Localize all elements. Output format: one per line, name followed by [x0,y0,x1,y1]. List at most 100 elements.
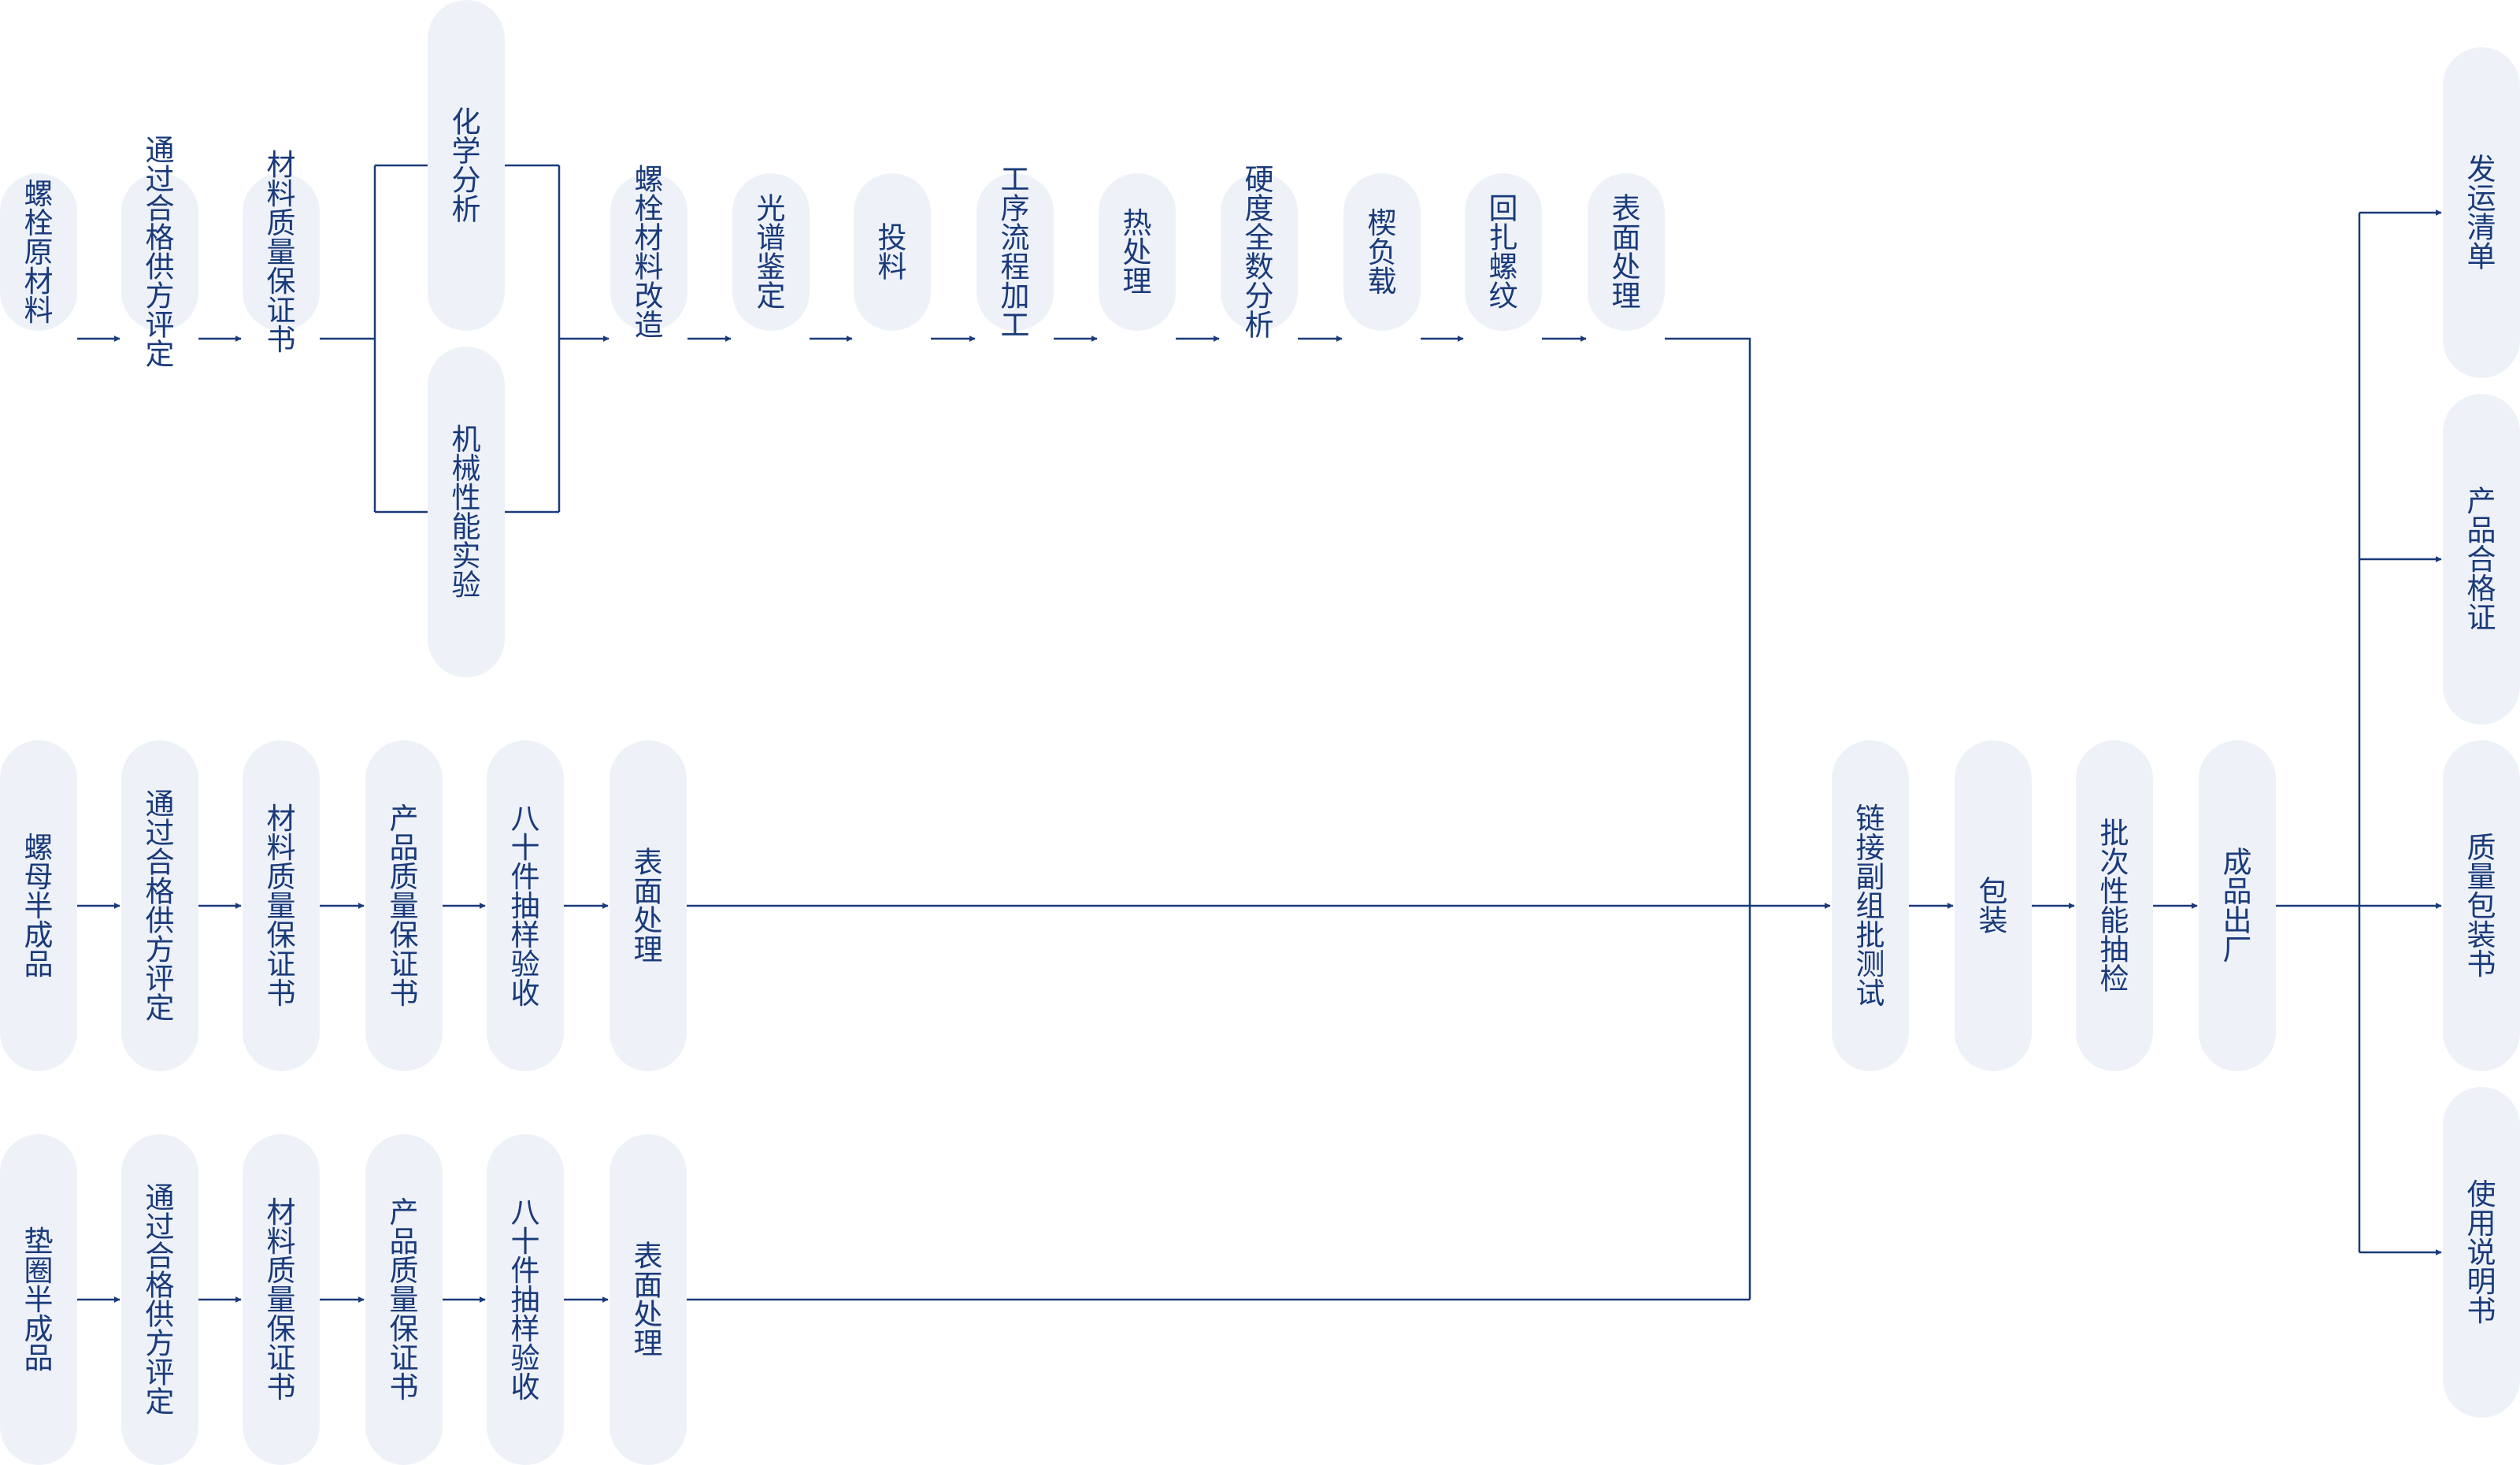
node-label: 产品质量保证书 [390,1196,419,1404]
node-feeding: 投料 [854,173,931,331]
node-label: 材料质量保证书 [267,148,296,357]
node-washer-sample: 八十件抽样验收 [487,1134,564,1465]
node-label: 螺母半成品 [24,831,54,981]
node-chem: 化学分析 [428,0,505,331]
node-box [2443,1087,2520,1418]
node-bolt-cert: 材料质量保证书 [243,148,320,357]
node-washer-semi: 垫圈半成品 [0,1134,77,1465]
node-box [365,740,443,1071]
node-hardness: 硬度全数分析 [1221,162,1298,342]
node-label: 产品质量保证书 [390,802,419,1011]
node-box [0,173,77,331]
node-box [854,173,931,331]
node-box [1343,173,1421,331]
node-wedge: 楔负载 [1343,173,1421,331]
node-box [487,1134,564,1465]
node-box [1955,740,2032,1071]
node-label: 产品合格证 [2467,484,2496,635]
node-bolt-supplier: 通过合格供方评定 [121,133,198,371]
node-mech: 机械性能实验 [428,347,505,677]
node-nut-prod-cert: 产品质量保证书 [365,740,443,1071]
node-label: 光谱鉴定 [757,191,786,313]
node-box [121,173,198,331]
node-ship-list: 发运清单 [2443,47,2520,378]
node-assembly-test: 链接副组批测试 [1832,740,1909,1071]
node-pack-quality: 质量包装书 [2443,740,2520,1071]
node-box [428,347,505,677]
merge-line [1665,337,1751,1300]
node-label: 成品出厂 [2223,845,2252,966]
node-label: 工序流程加工 [1001,162,1030,342]
node-batch-check: 批次性能抽检 [2076,740,2153,1071]
node-washer-supplier: 通过合格供方评定 [121,1134,198,1465]
node-label: 热处理 [1123,206,1152,299]
node-certificate: 产品合格证 [2443,394,2520,725]
node-heat: 热处理 [1099,173,1176,331]
node-bolt-raw: 螺栓原材料 [0,173,77,331]
node-label: 螺栓材料改造 [635,162,664,342]
node-box [243,173,320,331]
node-box [0,1134,77,1465]
node-label: 表面处理 [634,1239,663,1360]
node-label: 材料质量保证书 [267,802,296,1011]
node-box [1588,173,1665,331]
node-box [243,740,320,1071]
node-packing: 包装 [1955,740,2032,1071]
node-box [610,1134,687,1465]
node-box [1099,173,1176,331]
node-label: 回扎螺纹 [1489,191,1518,313]
node-box [428,0,505,331]
node-bolt-surface: 表面处理 [1588,173,1665,331]
node-label: 八十件抽样验收 [511,1196,540,1404]
node-box [610,740,687,1071]
node-label: 质量包装书 [2467,831,2496,981]
node-nut-semi: 螺母半成品 [0,740,77,1071]
node-nut-supplier: 通过合格供方评定 [121,740,198,1071]
node-box [2443,740,2520,1071]
node-rethread: 回扎螺纹 [1465,173,1542,331]
node-label: 通过合格供方评定 [146,133,175,371]
node-label: 垫圈半成品 [24,1225,54,1375]
node-box [0,740,77,1071]
node-label: 发运清单 [2467,152,2496,273]
node-box [732,173,810,331]
node-label: 机械性能实验 [452,422,481,602]
node-box [976,173,1054,331]
node-nut-cert: 材料质量保证书 [243,740,320,1071]
node-box [1465,173,1542,331]
node-spectral: 光谱鉴定 [732,173,810,331]
node-washer-cert: 材料质量保证书 [243,1134,320,1465]
node-box [1832,740,1909,1071]
node-label: 螺栓原材料 [24,177,54,328]
node-nut-surface: 表面处理 [610,740,687,1071]
node-washer-surface: 表面处理 [610,1134,687,1465]
node-box [121,1134,198,1465]
node-label: 包装 [1979,874,2008,937]
node-label: 硬度全数分析 [1245,162,1274,342]
node-label: 材料质量保证书 [267,1196,296,1404]
node-box [2443,47,2520,378]
node-box [2076,740,2153,1071]
node-label: 链接副组批测试 [1856,802,1885,1011]
node-box [487,740,564,1071]
node-label: 通过合格供方评定 [146,1181,175,1419]
node-box [1221,173,1298,331]
node-box [610,173,687,331]
node-box [365,1134,443,1465]
node-label: 楔负载 [1368,206,1397,299]
node-box [121,740,198,1071]
node-bolt-modify: 螺栓材料改造 [610,162,687,342]
node-label: 投料 [878,221,907,284]
node-label: 表面处理 [1612,191,1641,313]
node-label: 表面处理 [634,845,663,966]
node-label: 批次性能抽检 [2100,816,2129,996]
node-label: 通过合格供方评定 [146,787,175,1025]
node-manual: 使用说明书 [2443,1087,2520,1418]
node-washer-prod-cert: 产品质量保证书 [365,1134,443,1465]
node-box [243,1134,320,1465]
node-box [2443,394,2520,725]
node-label: 使用说明书 [2467,1178,2496,1328]
node-box [2199,740,2276,1071]
node-nut-sample: 八十件抽样验收 [487,740,564,1071]
